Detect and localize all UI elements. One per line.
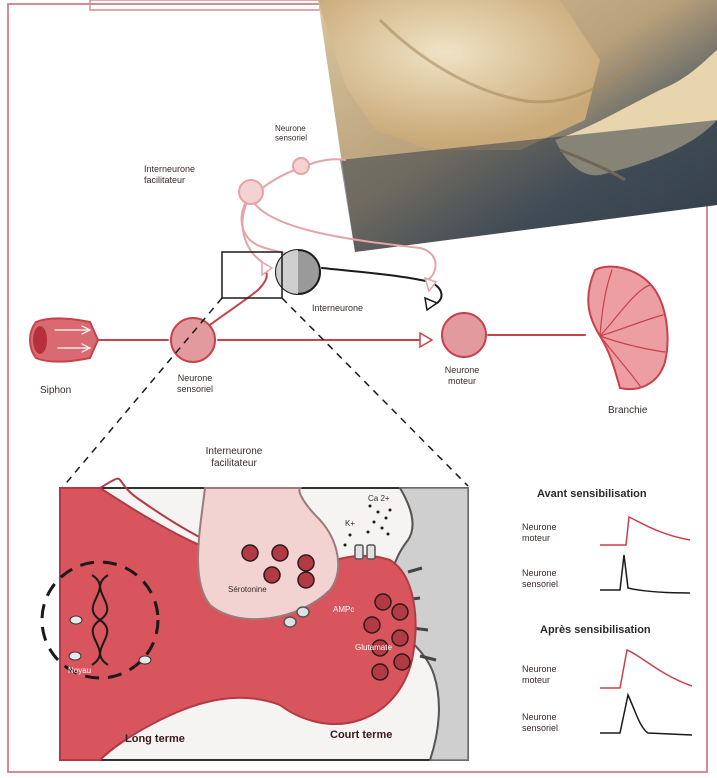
- label-noyau: Noyau: [68, 666, 91, 675]
- aplysia-photo: [318, 0, 717, 252]
- label-glutamate: Glutamate: [355, 643, 392, 652]
- facilitating-interneuron-cell: [239, 180, 263, 204]
- title-apres: Après sensibilisation: [540, 624, 651, 636]
- branchie-organ: [588, 267, 667, 389]
- label-branchie: Branchie: [608, 405, 648, 416]
- label-ampc: AMPc: [333, 605, 354, 614]
- label-interneurone: Interneurone: [312, 303, 363, 313]
- zoom-line-right: [282, 298, 468, 486]
- top-sensory-neuron-cell: [293, 158, 309, 174]
- label-long-terme: Long terme: [125, 733, 185, 745]
- label-k: K+: [345, 519, 355, 528]
- zoom-box: [222, 252, 282, 298]
- label-siphon: Siphon: [40, 385, 71, 396]
- motor-neuron-cell: [442, 313, 486, 357]
- label-court-terme: Court terme: [330, 729, 392, 741]
- synapse-inset: [42, 479, 468, 760]
- title-avant: Avant sensibilisation: [537, 488, 647, 500]
- sensory-neuron-cell: [171, 318, 215, 362]
- label-ca: Ca 2+: [368, 494, 390, 503]
- siphon-organ: [30, 318, 98, 362]
- label-serotonine: Sérotonine: [228, 585, 267, 594]
